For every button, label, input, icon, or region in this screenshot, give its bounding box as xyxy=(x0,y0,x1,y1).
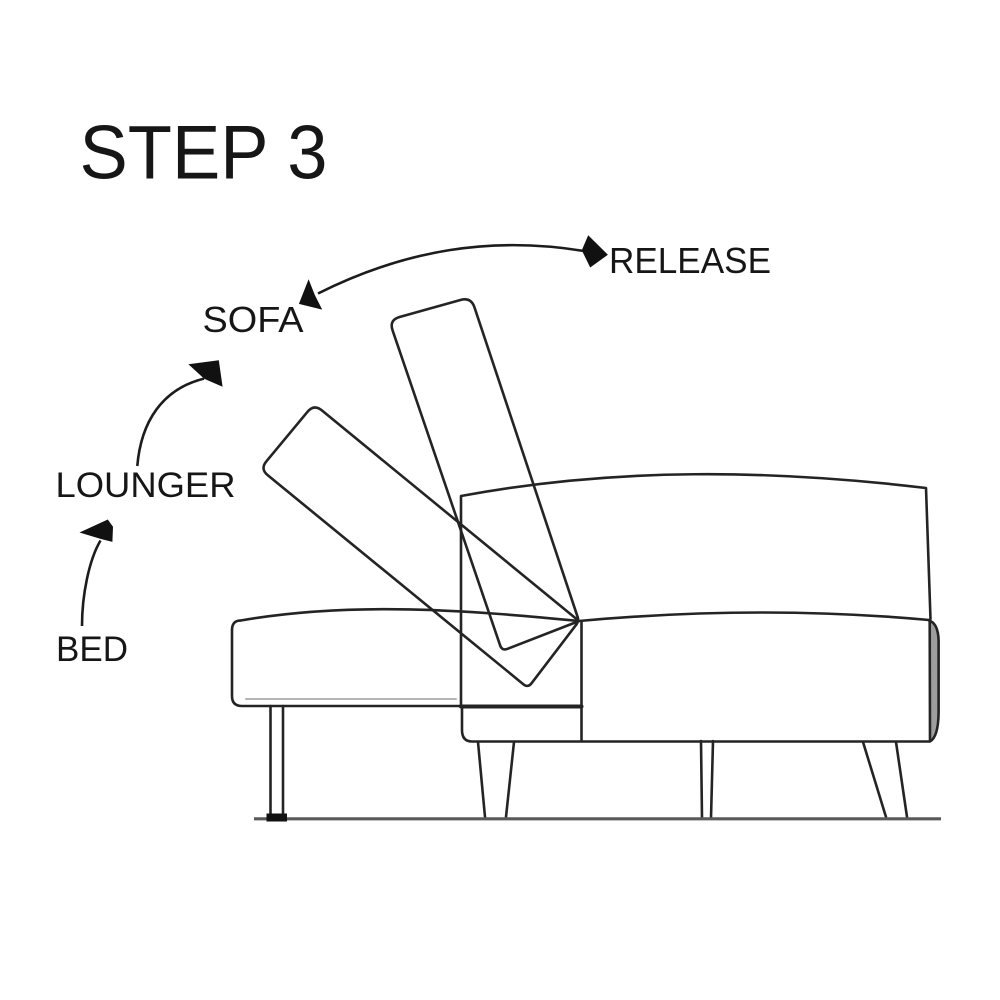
svg-text:RELEASE: RELEASE xyxy=(609,240,771,281)
svg-text:STEP 3: STEP 3 xyxy=(80,111,328,196)
svg-text:SOFA: SOFA xyxy=(203,299,305,340)
svg-text:BED: BED xyxy=(56,630,128,669)
svg-text:LOUNGER: LOUNGER xyxy=(56,466,236,505)
